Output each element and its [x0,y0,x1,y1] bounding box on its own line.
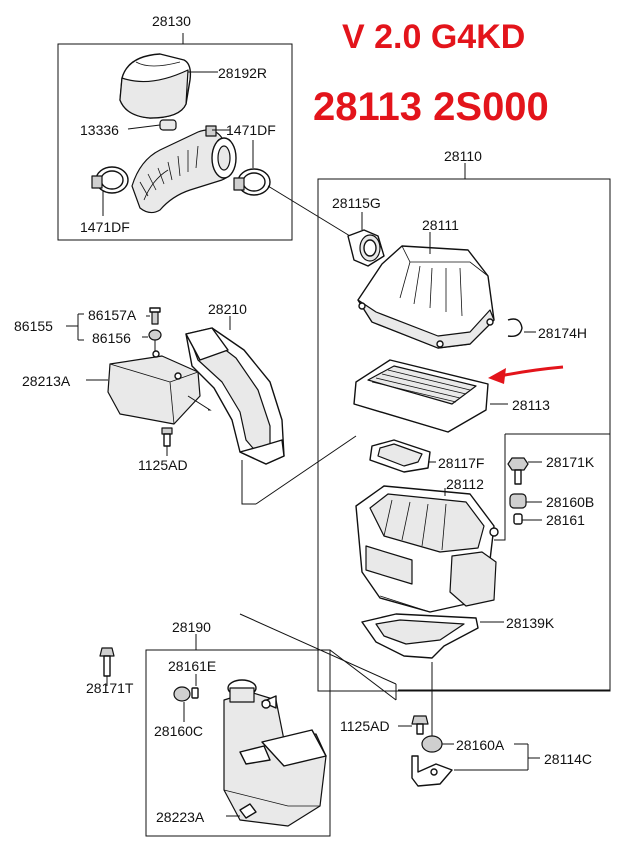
bolt-86157A [149,307,161,325]
label-28223A: 28223A [156,809,205,825]
assembly-box-28130 [57,33,293,241]
highlight-arrow [488,365,564,384]
assembly-box-28110 [317,163,611,692]
bolt-1125AD-upper [161,427,173,447]
air-filter-element-28113 [353,359,489,433]
label-1471DF-right: 1471DF [226,122,276,138]
grommet-86156 [148,329,162,341]
label-28160B: 28160B [546,494,594,510]
intake-hose [131,125,237,214]
part-number-title: 28113 2S000 [313,85,549,129]
air-cleaner-cover-28111 [357,245,495,349]
label-28160C: 28160C [154,723,203,739]
label-28171K: 28171K [546,454,595,470]
label-86157A: 86157A [88,307,137,323]
grommet-28160A [421,735,443,753]
label-28112: 28112 [446,476,484,492]
resonator-body [223,679,327,827]
bolt-1125AD-lower [411,715,429,735]
label-28115G: 28115G [332,195,381,211]
air-duct-28210 [185,327,285,465]
label-28160A: 28160A [456,737,505,753]
air-cleaner-body-28112 [355,485,499,613]
seal-28139K [361,613,479,659]
label-28117F: 28117F [438,455,484,471]
label-1125AD-upper: 1125AD [138,457,188,473]
label-28111: 28111 [422,217,459,233]
label-1471DF-left: 1471DF [80,219,130,235]
bolt-28171K [507,457,529,485]
bracket-28213A [107,350,201,425]
label-28190: 28190 [172,619,211,635]
pin-28161 [513,513,523,525]
label-28130: 28130 [152,13,191,29]
label-28110: 28110 [444,148,482,164]
gasket-28117F [369,439,431,473]
assembly-box-28190 [145,613,610,837]
hose-cover-28192R [119,53,192,119]
label-28139K: 28139K [506,615,555,631]
label-28161: 28161 [546,512,585,528]
label-28174H: 28174H [538,325,587,341]
duct-gasket-28115G [347,229,385,267]
clip-28223A [239,803,257,819]
label-28171T: 28171T [86,680,134,696]
label-86155: 86155 [14,318,53,334]
label-28210: 28210 [208,301,247,317]
grommet-28160C [173,686,191,702]
label-13336: 13336 [80,122,119,138]
pin-28161E [191,687,199,699]
label-28192R: 28192R [218,65,267,81]
hose-clamp-right [233,168,271,196]
label-28114C: 28114C [544,751,592,767]
label-28213A: 28213A [22,373,71,389]
bracket-28114C [411,755,453,787]
clip-28174H [507,318,523,338]
label-1125AD-lower: 1125AD [340,718,390,734]
label-28113: 28113 [512,397,550,413]
label-28161E: 28161E [168,658,216,674]
grommet-28160B [509,493,527,509]
clip-13336 [159,119,177,131]
bolt-28171T [99,647,115,677]
engine-code-title: V 2.0 G4KD [342,18,525,56]
hose-clamp-left [91,166,129,194]
label-86156: 86156 [92,330,131,346]
